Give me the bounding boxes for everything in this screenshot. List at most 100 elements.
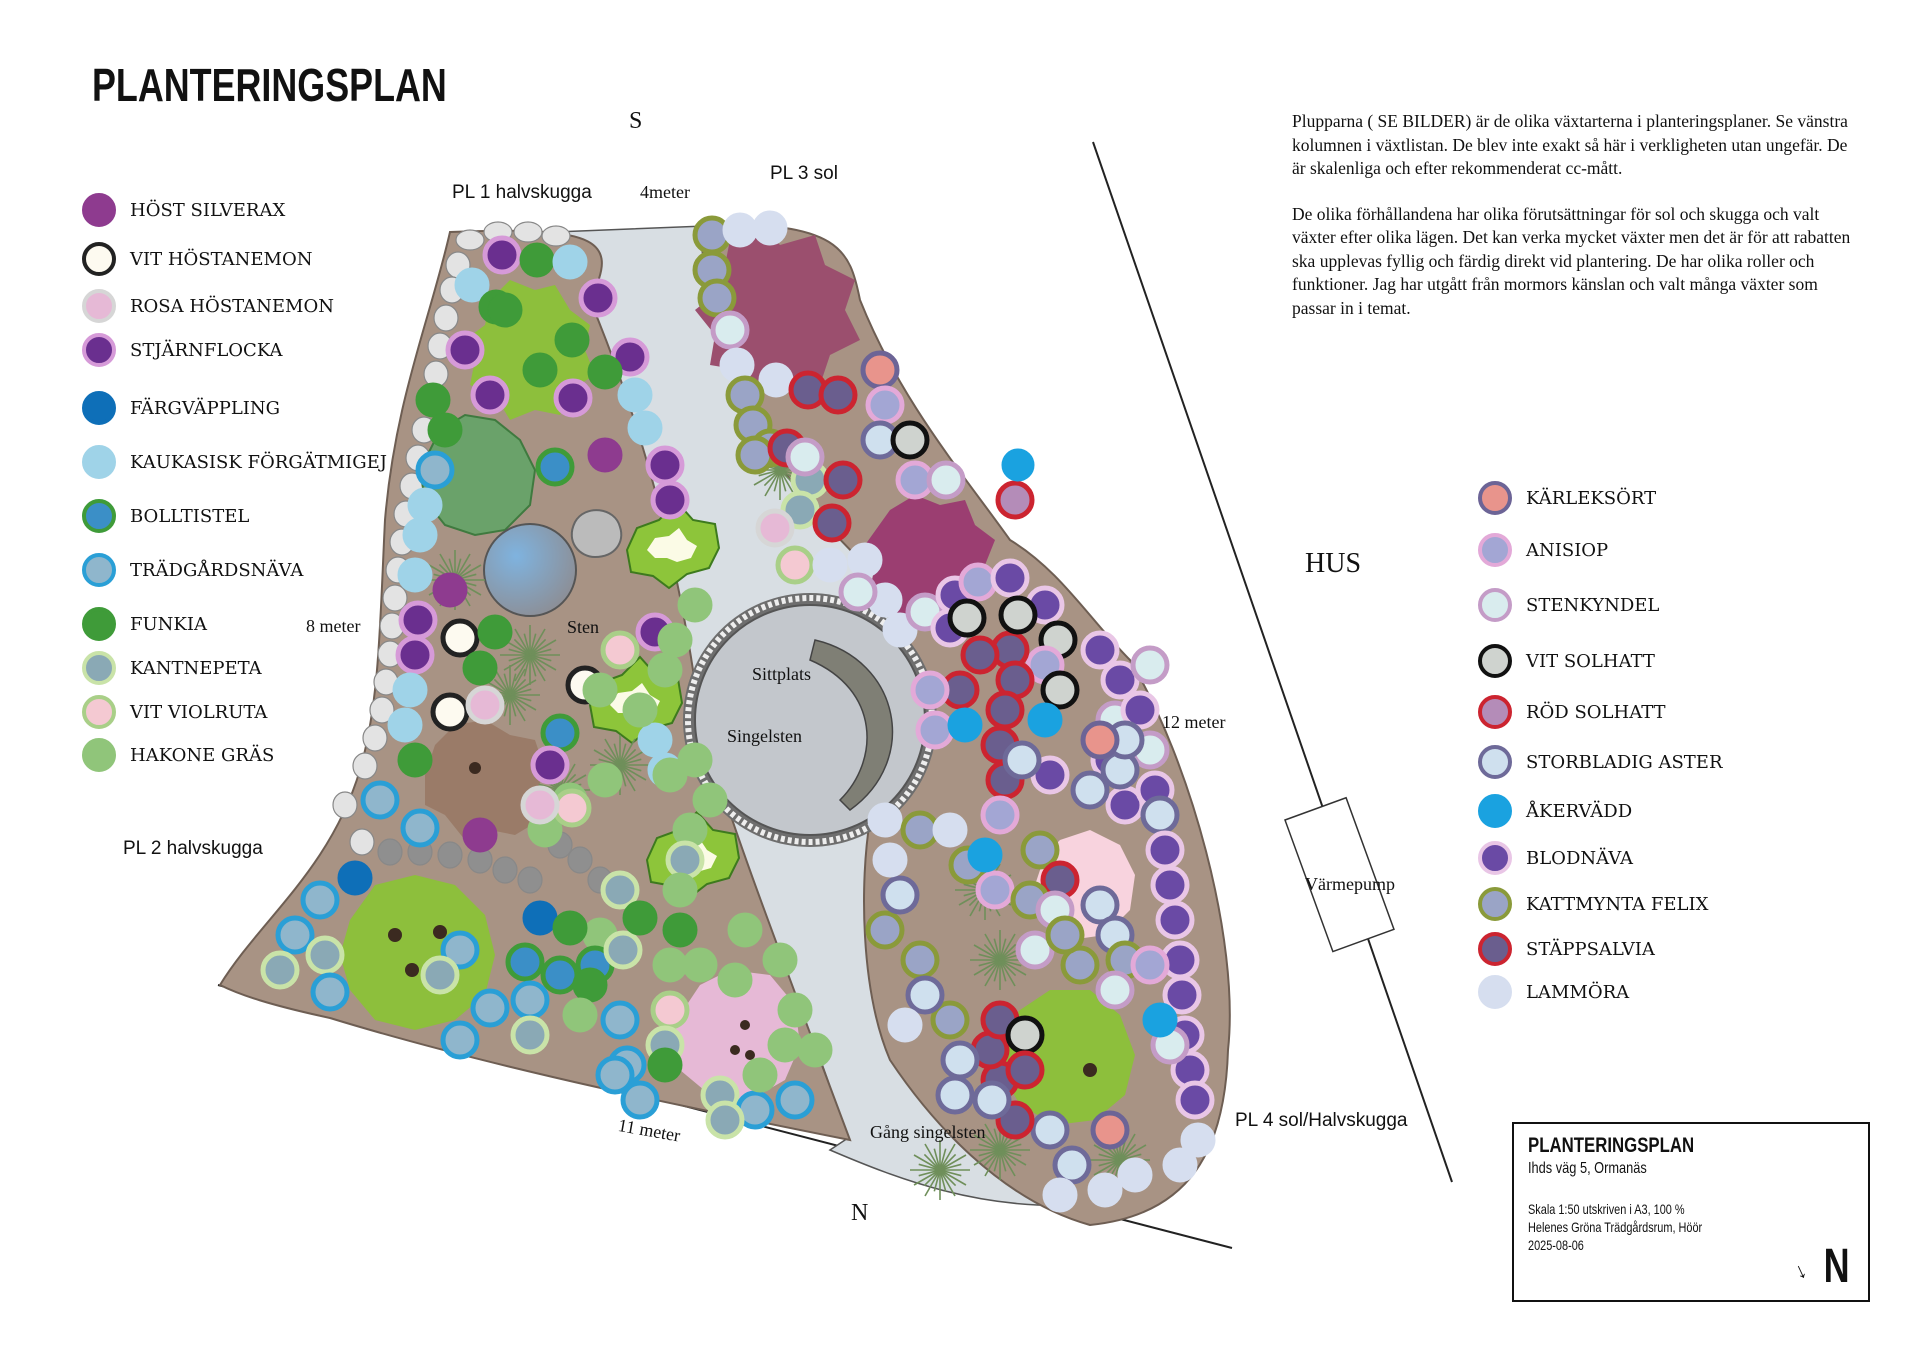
plant-dot — [900, 940, 940, 980]
plant-dot — [415, 450, 455, 490]
plant-dot — [1080, 720, 1120, 760]
wall-stone — [513, 221, 543, 243]
plant-dot — [767, 1027, 803, 1063]
legend-swatch-icon — [82, 553, 116, 587]
legend-left-item: FÄRGVÄPPLING — [82, 388, 280, 428]
plant-dot — [1045, 915, 1085, 955]
plant-dot — [647, 652, 683, 688]
measurement-top: 4meter — [640, 182, 690, 202]
legend-swatch-icon — [1478, 794, 1512, 828]
plant-dot — [905, 975, 945, 1015]
plant-dot — [482, 235, 522, 275]
plant-dot — [1095, 970, 1135, 1010]
plant-dot — [617, 377, 653, 413]
legend-swatch-icon — [82, 289, 116, 323]
area-label-pl3: PL 3 sol — [770, 163, 838, 184]
plant-dot — [1150, 865, 1190, 905]
plant-dot — [1162, 975, 1202, 1015]
legend-left-item: BOLLTISTEL — [82, 496, 249, 536]
plant-dot — [777, 992, 813, 1028]
plant-dot — [930, 1000, 970, 1040]
plant-dot — [1020, 830, 1060, 870]
plant-dot — [1052, 1145, 1092, 1185]
legend-label: KATTMYNTA FELIX — [1526, 893, 1709, 915]
plant-dot — [578, 278, 618, 318]
wall-stone — [377, 838, 403, 866]
plant-dot — [572, 967, 608, 1003]
plant-dot — [398, 600, 438, 640]
info-scale: Skala 1:50 utskriven i A3, 100 % — [1528, 1201, 1685, 1217]
plant-dot — [540, 955, 580, 995]
plant-dot — [465, 685, 505, 725]
plant-dot — [1130, 945, 1170, 985]
plant-dot — [762, 942, 798, 978]
info-address: Ihds väg 5, Ormanäs — [1528, 1160, 1647, 1177]
legend-label: KÄRLEKSÖRT — [1526, 487, 1657, 509]
legend-label: STORBLADIG ASTER — [1526, 751, 1723, 773]
plant-dot — [397, 557, 433, 593]
plant-dot — [637, 722, 673, 758]
plant-dot — [900, 810, 940, 850]
plant-dot — [775, 1080, 815, 1120]
plant-dot — [470, 988, 510, 1028]
plant-dot — [1162, 1147, 1198, 1183]
plant-dot — [519, 242, 555, 278]
area-label-pl4: PL 4 sol/Halvskugga — [1235, 1110, 1408, 1131]
plant-dot — [440, 930, 480, 970]
legend-left-item: KANTNEPETA — [82, 648, 262, 688]
legend-swatch-icon — [82, 242, 116, 276]
legend-label: RÖD SOLHATT — [1526, 701, 1666, 723]
plant-dot — [662, 872, 698, 908]
plant-dot — [595, 1055, 635, 1095]
info-company: Helenes Gröna Trädgårdsrum, Höör — [1528, 1219, 1703, 1235]
description: Plupparna ( SE BILDER) är de olika växta… — [1292, 110, 1862, 342]
plant-dot — [947, 598, 987, 638]
page-title: PLANTERINGSPLAN — [92, 59, 447, 111]
legend-label: BOLLTISTEL — [130, 505, 250, 527]
plant-dot — [652, 757, 688, 793]
legend-right-item: VIT SOLHATT — [1478, 641, 1655, 681]
compass-south: S — [629, 108, 643, 134]
plant-dot — [980, 795, 1020, 835]
legend-left-item: ROSA HÖSTANEMON — [82, 286, 334, 326]
plant-dot — [562, 997, 598, 1033]
legend-right-item: ANISIOP — [1478, 530, 1608, 570]
legend-swatch-icon — [82, 607, 116, 641]
legend-swatch-icon — [1478, 481, 1512, 515]
plant-dot — [932, 812, 968, 848]
plant-dot — [872, 842, 908, 878]
plant-dot — [752, 210, 788, 246]
plant-dot — [847, 542, 883, 578]
legend-left-item: STJÄRNFLOCKA — [82, 330, 283, 370]
wall-stone — [437, 841, 463, 869]
plant-dot — [554, 322, 590, 358]
plant-dot — [867, 802, 903, 838]
legend-left-item: TRÄDGÅRDSNÄVA — [82, 550, 303, 590]
plant-dot — [812, 503, 852, 543]
legend-swatch-icon — [1478, 745, 1512, 779]
plant-dot — [587, 354, 623, 390]
plant-dot — [865, 385, 905, 425]
legend-label: FÄRGVÄPPLING — [130, 397, 281, 419]
leafy-plant — [625, 500, 721, 590]
plant-dot — [1142, 1002, 1178, 1038]
plant-dot — [645, 445, 685, 485]
plant-dot — [505, 942, 545, 982]
plant-dot — [647, 1047, 683, 1083]
house-wall-line — [1092, 141, 1453, 1183]
legend-left-item: FUNKIA — [82, 604, 207, 644]
plant-dot — [402, 517, 438, 553]
plant-dot — [622, 900, 658, 936]
plant-dot — [1090, 1110, 1130, 1150]
plant-dot — [415, 382, 451, 418]
legend-label: STENKYNDEL — [1526, 594, 1660, 616]
legend-label: VIT HÖSTANEMON — [130, 248, 313, 270]
legend-left-item: KAUKASISK FÖRGÄTMIGEJ — [82, 442, 387, 482]
plant-dot — [998, 595, 1038, 635]
plant-dot — [310, 972, 350, 1012]
info-north-letter: N — [1823, 1240, 1850, 1293]
wall-stone — [455, 229, 485, 251]
legend-label: LAMMÖRA — [1526, 981, 1630, 1003]
plant-dot — [915, 710, 955, 750]
shrub-green-2 — [340, 875, 495, 1030]
